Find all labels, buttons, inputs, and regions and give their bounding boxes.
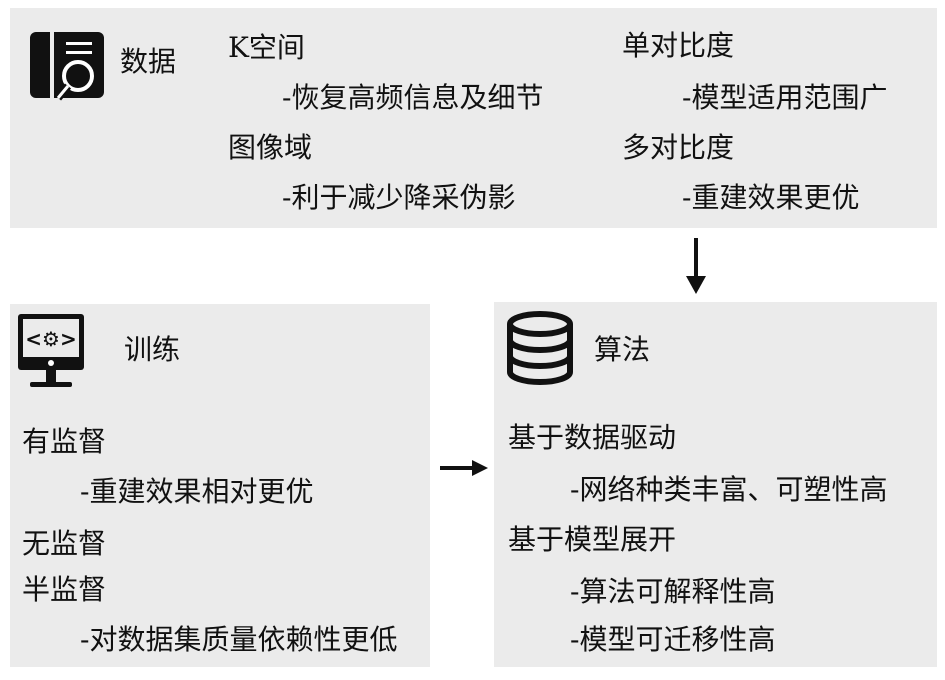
image-domain-note: -利于减少降采伪影: [282, 181, 516, 214]
data-box: 数据 K空间 -恢复高频信息及细节 图像域 -利于减少降采伪影 单对比度 -模型…: [10, 8, 937, 228]
supervised-note: -重建效果相对更优: [80, 475, 314, 508]
data-driven-note: -网络种类丰富、可塑性高: [570, 473, 888, 506]
supervised-label: 有监督: [22, 425, 107, 458]
model-unrolling-note-1: -算法可解释性高: [570, 575, 776, 608]
single-contrast-label: 单对比度: [622, 29, 735, 62]
unsupervised-label: 无监督: [22, 527, 107, 560]
data-title: 数据: [120, 45, 177, 78]
kspace-note: -恢复高频信息及细节: [282, 81, 544, 114]
database-icon: [507, 311, 573, 385]
arrow-down-icon: [686, 238, 706, 294]
single-contrast-note: -模型适用范围广: [682, 81, 888, 114]
data-driven-label: 基于数据驱动: [508, 421, 677, 454]
model-unrolling-label: 基于模型展开: [508, 523, 677, 556]
semisupervised-label: 半监督: [22, 573, 107, 606]
training-box: <⚙> 训练 有监督 -重建效果相对更优 无监督 半监督 -对数据集质量依赖性更…: [10, 304, 430, 667]
algorithm-title: 算法: [594, 333, 651, 366]
svg-text:<⚙>: <⚙>: [25, 327, 76, 351]
model-unrolling-note-2: -模型可迁移性高: [570, 623, 776, 656]
kspace-label: K空间: [228, 31, 305, 64]
multi-contrast-label: 多对比度: [622, 131, 735, 164]
monitor-gear-icon: <⚙>: [18, 314, 84, 387]
document-search-icon: [30, 32, 104, 101]
algorithm-box: 算法 基于数据驱动 -网络种类丰富、可塑性高 基于模型展开 -算法可解释性高 -…: [494, 302, 937, 667]
arrow-right-icon: [440, 460, 488, 476]
multi-contrast-note: -重建效果更优: [682, 181, 860, 214]
semisupervised-note: -对数据集质量依赖性更低: [80, 623, 398, 656]
image-domain-label: 图像域: [228, 131, 313, 164]
training-title: 训练: [124, 333, 181, 366]
